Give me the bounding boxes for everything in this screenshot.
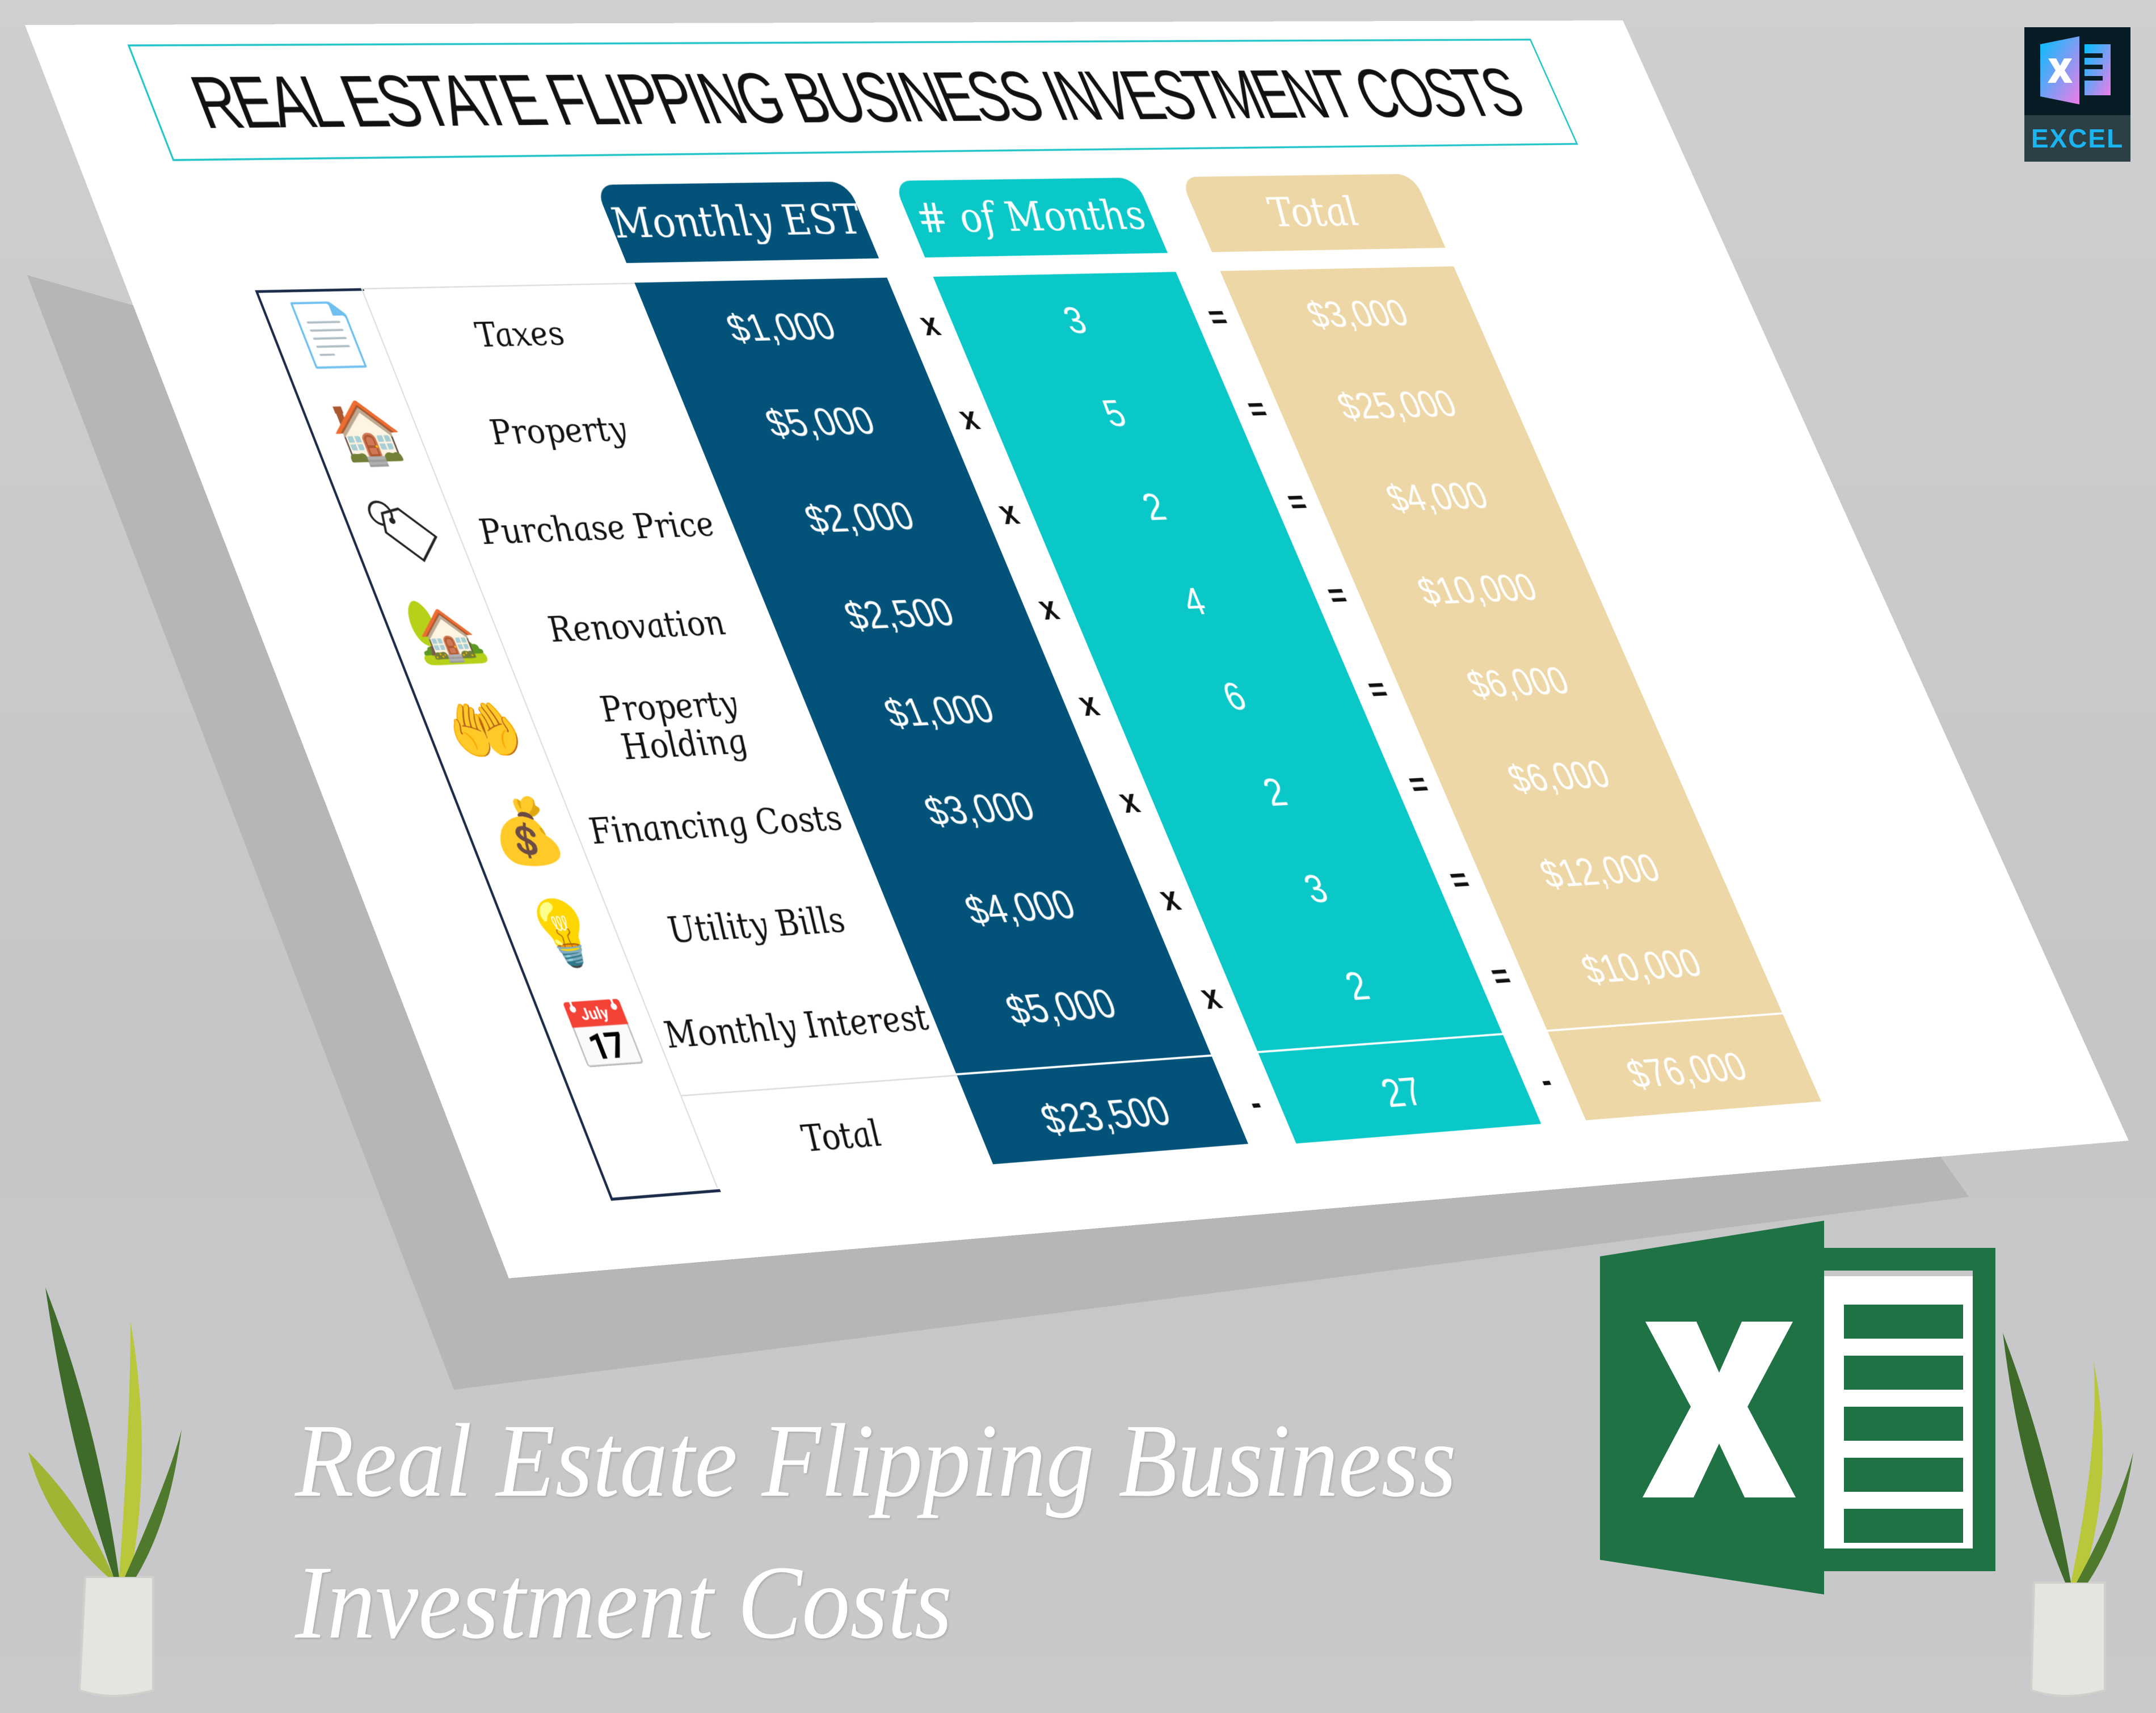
total-value: $3,000 [1300, 292, 1415, 336]
hand-holding-house-icon: 🤲 [435, 694, 533, 768]
monthly-value: $2,500 [837, 590, 961, 638]
property-search-icon: 🏠 [319, 398, 416, 469]
row-label: Purchase Price [472, 504, 721, 552]
row-label: Property [483, 410, 634, 453]
house-renovation-icon: 🏡 [396, 595, 494, 667]
monthly-value: $1,000 [878, 686, 1001, 736]
total-value: $10,000 [1574, 941, 1708, 992]
total-sum: $76,000 [1547, 1012, 1825, 1127]
monthly-value: $5,000 [999, 981, 1123, 1033]
header-total: Total [1180, 174, 1446, 252]
total-value: $6,000 [1501, 753, 1617, 801]
row-label: Financing Costs [582, 798, 849, 853]
monthly-value: $1,000 [720, 305, 842, 350]
header-months: # of Months [892, 178, 1168, 258]
row-label: Taxes [468, 314, 571, 355]
total-monthly: $23,500 [956, 1054, 1253, 1175]
row-label: Monthly Interest [657, 997, 936, 1056]
monthly-value: $2,000 [798, 494, 921, 542]
months-value: 6 [1216, 674, 1253, 719]
total-value: $25,000 [1331, 383, 1463, 428]
excel-badge-label: EXCEL [2024, 115, 2130, 162]
plant-right-decor [2003, 1333, 2133, 1697]
months-value: 2 [1136, 486, 1173, 529]
monthly-value: $5,000 [759, 399, 881, 445]
row-label: Renovation [541, 603, 732, 650]
money-bag-calculator-icon: 💰 [475, 795, 573, 870]
tax-document-icon: 📄 [280, 301, 377, 370]
page-title: REAL ESTATE FLIPPING BUSINESS INVESTMENT… [180, 54, 1533, 144]
months-value: 3 [1298, 867, 1334, 912]
bottom-title-line1: Real Estate Flipping Business [295, 1403, 1456, 1519]
total-months: 27 [1257, 1033, 1544, 1151]
months-value: 4 [1176, 580, 1212, 623]
header-monthly-est: Monthly EST [595, 181, 879, 263]
total-value: $6,000 [1460, 659, 1576, 706]
excel-badge-icon [2040, 36, 2111, 104]
monthly-value: $3,000 [917, 784, 1041, 834]
months-value: 2 [1338, 964, 1376, 1009]
monthly-value: $4,000 [958, 882, 1082, 934]
calendar-money-icon: 📅 [555, 998, 654, 1075]
title-box: REAL ESTATE FLIPPING BUSINESS INVESTMENT… [127, 39, 1578, 161]
row-label: Utility Bills [660, 900, 852, 951]
utilities-icon: 💡 [515, 896, 613, 972]
row-label: Property Holding [593, 683, 754, 767]
months-value: 2 [1257, 770, 1294, 815]
total-value: $4,000 [1379, 474, 1494, 520]
total-value: $10,000 [1411, 566, 1544, 613]
bottom-title-line2: Investment Costs [295, 1545, 953, 1661]
excel-badge: EXCEL [2024, 27, 2130, 162]
months-value: 3 [1057, 299, 1093, 342]
plant-left-decor [28, 1288, 182, 1697]
excel-logo-icon [1600, 1221, 1995, 1594]
total-value: $12,000 [1533, 846, 1667, 896]
price-tag-icon: 🏷 [356, 496, 456, 567]
months-value: 5 [1096, 392, 1132, 435]
total-label: Total [681, 1074, 999, 1199]
